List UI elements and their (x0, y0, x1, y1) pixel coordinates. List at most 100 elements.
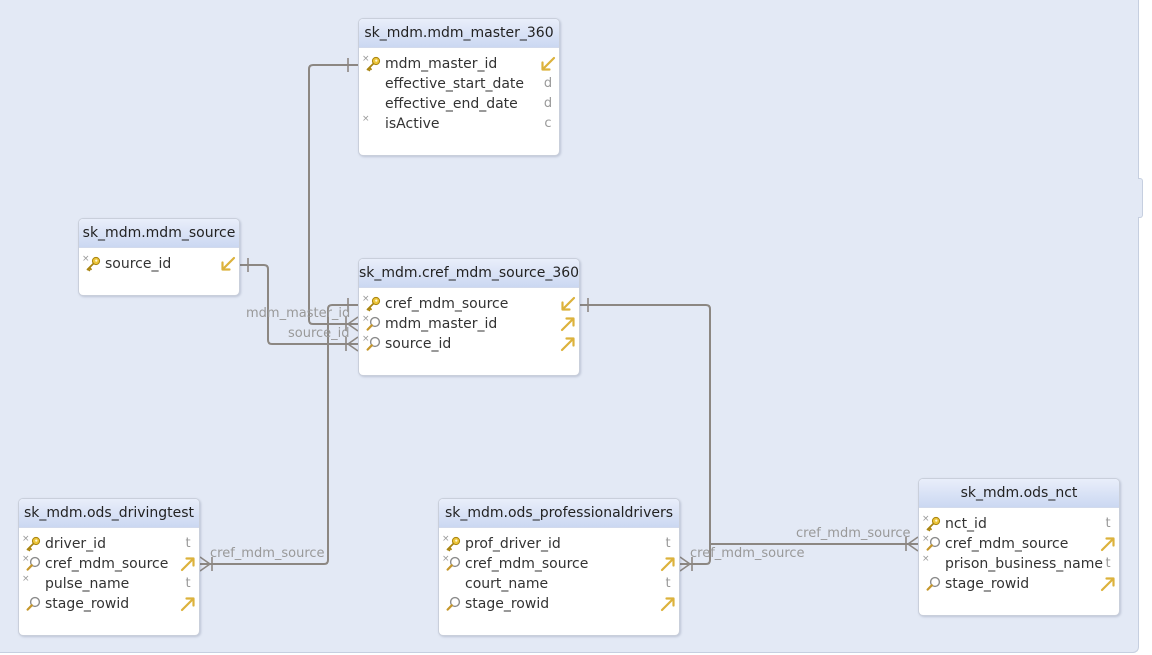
not-null-mark: × (442, 554, 450, 564)
key-icon (25, 536, 41, 552)
column-name: source_id (385, 336, 452, 352)
column-row[interactable]: stage_rowid (919, 574, 1119, 594)
column-list: ×source_id (79, 248, 239, 274)
column-row[interactable]: ×cref_mdm_source (439, 554, 679, 574)
connector-many-mark (905, 536, 919, 552)
key-icon (85, 256, 101, 272)
not-null-mark: × (22, 534, 30, 544)
table-title[interactable]: sk_mdm.mdm_master_360 (359, 19, 559, 48)
pk-link-icon (220, 254, 236, 274)
column-row[interactable]: × source_id (359, 334, 579, 354)
column-name: mdm_master_id (385, 56, 498, 72)
panel-collapse-tab[interactable] (1138, 178, 1143, 218)
index-icon (25, 596, 41, 612)
column-name: cref_mdm_source (945, 536, 1069, 552)
relationship-label: mdm_master_id (246, 306, 351, 321)
column-icon (25, 576, 41, 592)
fk-link-icon (660, 594, 676, 614)
connector-many-mark (345, 316, 359, 332)
relationship-label: cref_mdm_source (690, 546, 805, 561)
column-type: d (543, 76, 553, 91)
column-row[interactable]: ×cref_mdm_source (359, 294, 579, 314)
column-name: prison_business_name (945, 556, 1103, 572)
column-name: effective_end_date (385, 96, 518, 112)
column-name: nct_id (945, 516, 987, 532)
column-name: mdm_master_id (385, 316, 498, 332)
pk-link-icon (560, 294, 576, 314)
column-row[interactable]: ×cref_mdm_source (19, 554, 199, 574)
table-title[interactable]: sk_mdm.ods_professionaldrivers (439, 499, 679, 528)
fk-link-icon (660, 554, 676, 574)
not-null-mark: × (922, 534, 930, 544)
key-icon (365, 56, 381, 72)
column-icon (925, 556, 941, 572)
table-title[interactable]: sk_mdm.mdm_source (79, 219, 239, 248)
connector-cref-professionaldrivers (579, 304, 711, 565)
key-icon (925, 516, 941, 532)
column-type: d (543, 96, 553, 111)
table-mdm-source[interactable]: sk_mdm.mdm_source ×source_id (78, 218, 240, 296)
column-name: stage_rowid (45, 596, 130, 612)
column-icon (365, 116, 381, 132)
column-icon (445, 576, 461, 592)
table-ods-professionaldrivers[interactable]: sk_mdm.ods_professionaldrivers × prof_dri… (438, 498, 680, 636)
column-row[interactable]: × prof_driver_id t (439, 534, 679, 554)
column-row[interactable]: × mdm_master_id (359, 314, 579, 334)
column-name: prof_driver_id (465, 536, 561, 552)
fk-link-icon (1100, 534, 1116, 554)
index-icon (925, 576, 941, 592)
not-null-mark: × (362, 314, 370, 324)
not-null-mark: × (922, 514, 930, 524)
column-row[interactable]: court_name t (439, 574, 679, 594)
connector-many-mark (345, 336, 359, 352)
pk-link-icon (540, 54, 556, 74)
not-null-mark: × (82, 254, 90, 264)
fk-link-icon (560, 314, 576, 334)
index-icon (365, 316, 381, 332)
column-row[interactable]: × cref_mdm_source (919, 534, 1119, 554)
fk-link-icon (1100, 574, 1116, 594)
column-name: court_name (465, 576, 549, 592)
column-type: t (185, 536, 191, 551)
column-row[interactable]: × mdm_master_id (359, 54, 559, 74)
not-null-mark: × (362, 114, 370, 124)
not-null-mark: × (442, 534, 450, 544)
column-name: stage_rowid (465, 596, 550, 612)
table-ods-nct[interactable]: sk_mdm.ods_nct × nct_id t × cref_mdm_source… (918, 478, 1120, 616)
column-row[interactable]: ×source_id (79, 254, 239, 274)
key-icon (445, 536, 461, 552)
column-name: driver_id (45, 536, 106, 552)
column-type: t (1105, 516, 1111, 531)
index-icon (445, 556, 461, 572)
column-list: × nct_id t × cref_mdm_source × prison_busine… (919, 508, 1119, 594)
fk-link-icon (180, 554, 196, 574)
table-title[interactable]: sk_mdm.cref_mdm_source_360 (359, 259, 579, 288)
table-title[interactable]: sk_mdm.ods_nct (919, 479, 1119, 508)
relationship-label: cref_mdm_source (796, 526, 911, 541)
column-type: t (185, 576, 191, 591)
not-null-mark: × (922, 554, 930, 564)
table-title[interactable]: sk_mdm.ods_drivingtest (19, 499, 199, 528)
column-type: t (665, 536, 671, 551)
column-row[interactable]: stage_rowid (439, 594, 679, 614)
relationship-label: cref_mdm_source (210, 546, 325, 561)
column-row[interactable]: × nct_id t (919, 514, 1119, 534)
not-null-mark: × (362, 334, 370, 344)
column-row[interactable]: effective_end_date d (359, 94, 559, 114)
column-row[interactable]: stage_rowid (19, 594, 199, 614)
column-type: t (665, 576, 671, 591)
table-mdm-master-360[interactable]: sk_mdm.mdm_master_360 × mdm_master_id eff… (358, 18, 560, 156)
table-cref-mdm-source-360[interactable]: sk_mdm.cref_mdm_source_360 ×cref_mdm_sou… (358, 258, 580, 376)
column-type: c (544, 116, 552, 131)
not-null-mark: × (22, 554, 30, 564)
connector-many-mark (199, 556, 213, 572)
column-row[interactable]: × driver_id t (19, 534, 199, 554)
column-icon (365, 76, 381, 92)
not-null-mark: × (362, 54, 370, 64)
connector-cref-drivingtest (199, 304, 359, 565)
